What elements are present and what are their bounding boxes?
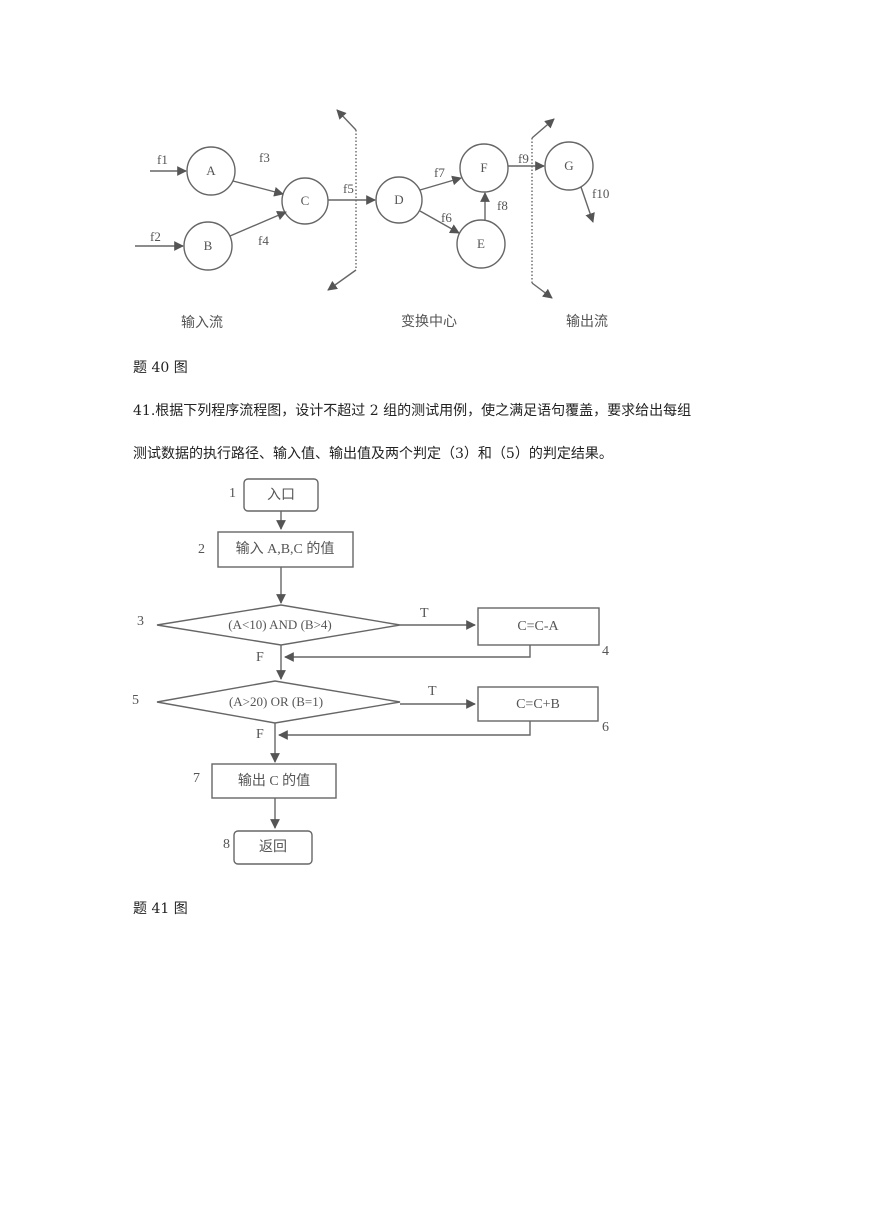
step-number-2: 2: [198, 542, 205, 557]
output-box: [211, 763, 337, 799]
decision-1-label: (A<10) AND (B>4): [228, 617, 332, 632]
false-label-1: F: [256, 650, 264, 665]
process-c-plus-b-box: [477, 686, 599, 722]
flow-f4-arrow: [229, 210, 287, 237]
node-e-label: E: [477, 236, 485, 251]
step-number-6: 6: [602, 720, 609, 735]
return-label: 返回: [259, 839, 287, 855]
figure-41-caption: 题 41 图: [133, 901, 188, 917]
node-d-label: D: [394, 192, 403, 207]
output-boundary-tick-bottom: [531, 282, 553, 299]
decision-2-label: (A>20) OR (B=1): [229, 694, 323, 709]
step-number-3: 3: [137, 614, 144, 629]
figure-40-data-flow-diagram: A B C D E F G f1 f2 f3 f4 f5 f6 f7 f8 f9…: [135, 109, 609, 331]
input-boundary-tick-top: [336, 109, 357, 131]
node-b-label: B: [204, 238, 213, 253]
node-d: [375, 176, 423, 224]
input-box: [217, 531, 354, 568]
step-number-4: 4: [602, 644, 609, 659]
region-transform-label: 变换中心: [401, 313, 457, 330]
input-label: 输入 A,B,C 的值: [236, 541, 335, 557]
process-c-minus-a-box: [477, 607, 600, 646]
flow-f5-label: f5: [343, 181, 354, 196]
node-a-label: A: [206, 163, 216, 178]
step-number-7: 7: [193, 771, 200, 786]
region-input-label: 输入流: [181, 315, 223, 331]
node-e: [456, 219, 506, 269]
output-label: 输出 C 的值: [238, 773, 310, 789]
flow-f7-arrow: [419, 175, 462, 191]
question-41-line-1: 41.根据下列程序流程图，设计不超过 2 组的测试用例，使之满足语句覆盖，要求给…: [133, 403, 692, 419]
true-label-1: T: [420, 606, 429, 621]
flow-f10-label: f10: [592, 186, 609, 201]
return-box: [233, 830, 313, 865]
flow-f9-label: f9: [518, 151, 529, 166]
output-boundary-tick-top: [531, 118, 555, 139]
node-a: [186, 146, 236, 196]
input-boundary-tick-bottom: [327, 269, 357, 291]
question-41-line-2: 测试数据的执行路径、输入值、输出值及两个判定（3）和（5）的判定结果。: [133, 446, 613, 462]
flow-f10-arrow: [580, 186, 595, 223]
figure-40-caption: 题 40 图: [133, 360, 188, 376]
flow-f6-arrow: [419, 210, 460, 234]
node-b: [183, 221, 233, 271]
node-f-label: F: [480, 160, 487, 175]
process-c-minus-a-label: C=C-A: [517, 619, 559, 634]
true-label-2: T: [428, 684, 437, 699]
region-output-label: 输出流: [566, 314, 608, 330]
flow-f2-label: f2: [150, 229, 161, 244]
node-g: [544, 141, 594, 191]
flow-f6-label: f6: [441, 210, 452, 225]
flow-f7-label: f7: [434, 165, 445, 180]
flow-f8-label: f8: [497, 198, 508, 213]
step-number-1: 1: [229, 486, 236, 501]
node-c: [281, 177, 329, 225]
step-number-8: 8: [223, 837, 230, 852]
flow-f3-label: f3: [259, 150, 270, 165]
flow-f3-arrow: [232, 180, 284, 197]
figure-41-program-flowchart: 入口 输入 A,B,C 的值 (A<10) AND (B>4) C=C-A (A…: [132, 478, 609, 865]
false-label-2: F: [256, 727, 264, 742]
node-g-label: G: [564, 158, 573, 173]
flow-f1-label: f1: [157, 152, 168, 167]
decision-2-diamond: [156, 680, 401, 724]
process-c-plus-b-label: C=C+B: [516, 697, 560, 712]
entry-label: 入口: [267, 488, 295, 503]
flow-f4-label: f4: [258, 233, 269, 248]
node-f: [459, 143, 509, 193]
step-number-5: 5: [132, 693, 139, 708]
node-c-label: C: [301, 193, 310, 208]
